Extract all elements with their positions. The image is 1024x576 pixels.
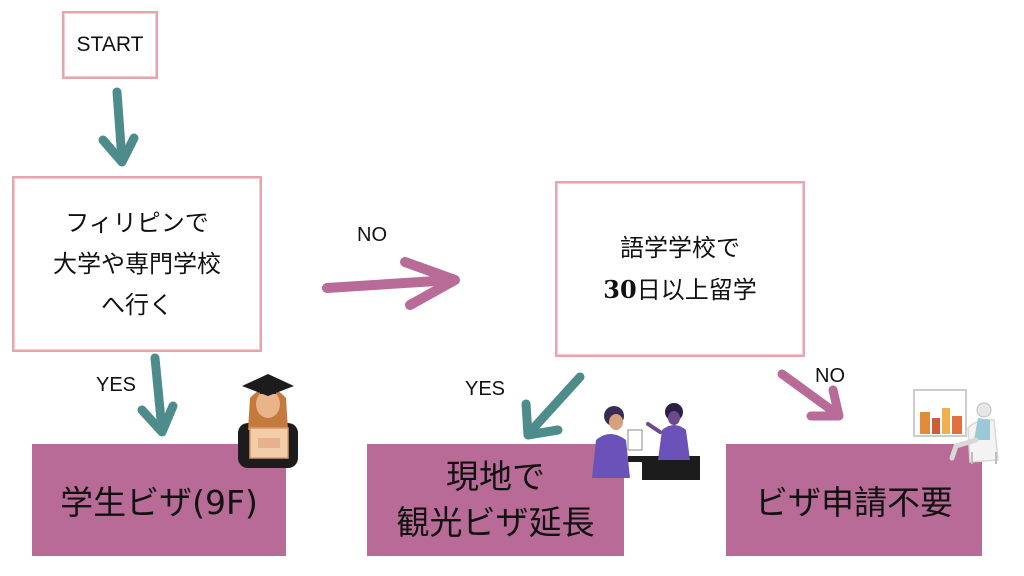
edge-label-q1-no: NO (357, 224, 387, 246)
edge-label-q2-no: NO (815, 365, 845, 387)
consultation-illustration (592, 403, 700, 480)
result2-line1: 現地で (446, 457, 545, 496)
arrow-start-to-question1 (98, 87, 139, 167)
graduate-illustration (238, 374, 298, 468)
result1-label: 学生ビザ(9F) (60, 483, 258, 522)
question2-line2-text: 日以上留学 (636, 275, 757, 304)
start-label: START (76, 33, 144, 56)
arrow-question2-to-result3 (777, 369, 844, 421)
arrow-question2-to-result2 (521, 372, 585, 440)
question1-line3: へ行く (101, 290, 173, 319)
question2-days-number: 30 (603, 274, 637, 304)
arrow-question1-to-question2 (322, 257, 460, 310)
question1-node: フィリピンで 大学や専門学校 へ行く (12, 176, 262, 352)
result2-line2: 観光ビザ延長 (396, 503, 595, 542)
question1-line1: フィリピンで (65, 208, 209, 237)
result2-node: 現地で 観光ビザ延長 (367, 444, 624, 556)
edge-label-q1-yes: YES (96, 374, 137, 396)
arrow-question1-to-result1 (137, 353, 178, 437)
question2-line2: 30日以上留学 (603, 269, 756, 311)
question2-node: 語学学校で 30日以上留学 (555, 181, 805, 357)
question2-line1: 語学学校で (620, 233, 740, 262)
edge-label-q2-yes: YES (465, 378, 506, 400)
relaxing-illustration (913, 389, 999, 464)
result3-node: ビザ申請不要 (726, 444, 982, 556)
question1-line2: 大学や専門学校 (53, 249, 221, 278)
start-node: START (62, 11, 158, 79)
result3-label: ビザ申請不要 (755, 483, 953, 522)
